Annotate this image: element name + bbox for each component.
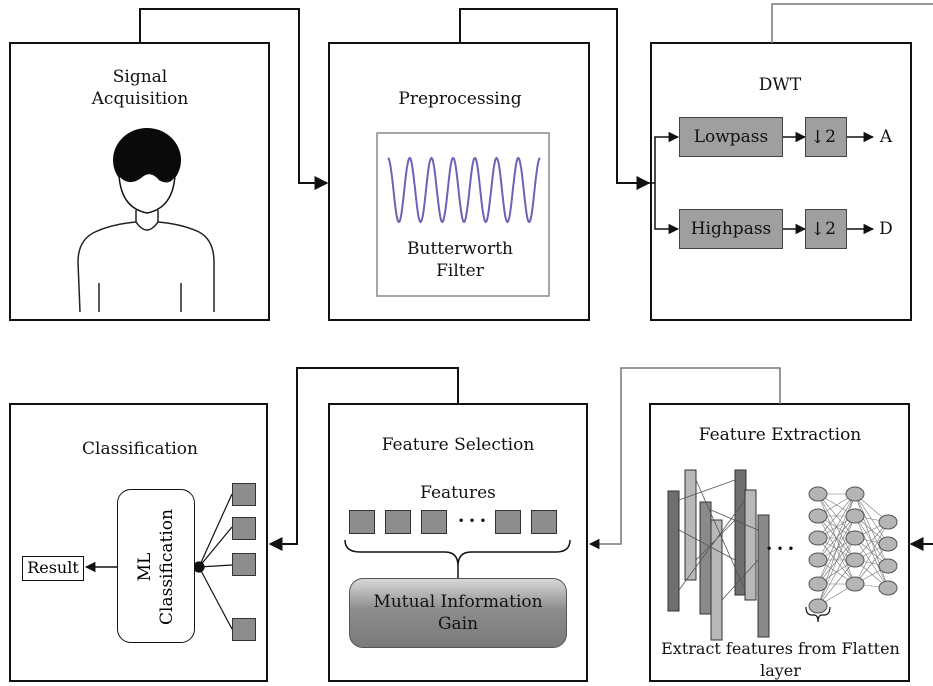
nn-node [808, 508, 828, 524]
downsample-box-high: ↓2 [805, 209, 847, 249]
flatten-brace [805, 606, 831, 623]
nn-node [808, 576, 828, 592]
ml-line-2: Classification [157, 509, 177, 625]
ml-line-1: ML [135, 552, 155, 582]
connector-preprocessing-to-dwt [459, 8, 651, 190]
feature-square-4 [495, 510, 521, 534]
cnn-layers-icon [667, 469, 770, 641]
ml-classification-box [117, 489, 195, 643]
dwt-arrows [633, 131, 875, 235]
feature-selection-title: Feature Selection [381, 435, 535, 455]
nn-edge [817, 515, 856, 561]
down-arrow-icon: ↓ [810, 126, 826, 148]
nn-edge [817, 515, 856, 607]
nn-node [845, 552, 865, 568]
preprocessing-title: Preprocessing [398, 89, 522, 109]
neural-network-icon [808, 486, 898, 614]
downsample-box-low: ↓2 [805, 117, 847, 157]
signal-acquisition-title: Signal Acquisition [90, 66, 190, 110]
highpass-filter-box: Highpass [679, 209, 783, 249]
result-box: Result [22, 556, 84, 581]
feature-square-1 [349, 510, 375, 534]
nn-node [808, 530, 828, 546]
title-line-1: Signal [112, 67, 168, 87]
nn-edge [817, 493, 856, 585]
nn-node [878, 536, 898, 552]
extraction-ellipsis: • • • [765, 542, 795, 556]
nn-edge [854, 521, 889, 585]
nn-edge [817, 559, 856, 607]
title-line-2: Acquisition [91, 89, 189, 109]
butterworth-filter-label: Butterworth Filter [390, 238, 530, 282]
connector-extraction-to-selection [588, 367, 781, 550]
feature-square-3 [421, 510, 447, 534]
features-ellipsis: • • • [457, 514, 487, 528]
nn-node [845, 530, 865, 546]
dwt-panel [650, 42, 912, 321]
mig-line-2: Gain [437, 614, 479, 634]
nn-node [878, 514, 898, 530]
nn-edge [854, 543, 889, 585]
caption-line-2: layer [760, 661, 801, 680]
connector-selection-to-classification [268, 367, 459, 551]
class-output-square-1 [232, 483, 256, 506]
nn-edge [817, 493, 856, 561]
nn-node [845, 508, 865, 524]
mutual-information-gain-box: Mutual Information Gain [349, 578, 567, 648]
flatten-caption: Extract features from Flatten layer [652, 638, 909, 682]
mig-line-1: Mutual Information [373, 592, 543, 612]
features-label: Features [420, 483, 496, 503]
connector-signal-to-preprocessing [139, 8, 329, 190]
nn-node [845, 576, 865, 592]
lowpass-filter-box: Lowpass [679, 117, 783, 157]
nn-node [808, 598, 828, 614]
ml-classification-label: ML Classification [134, 487, 178, 647]
sine-wave-icon [387, 156, 541, 224]
dwt-title: DWT [758, 75, 802, 95]
caption-line-1: Extract features from Flatten [661, 639, 900, 658]
class-output-square-4 [232, 618, 256, 641]
filter-line-1: Butterworth [407, 239, 513, 259]
person-icon [77, 128, 215, 313]
nn-edge [854, 521, 889, 561]
classification-panel [9, 403, 268, 682]
nn-node [845, 486, 865, 502]
output-d-label: D [879, 219, 893, 239]
classification-fan [193, 493, 233, 630]
nn-node [808, 486, 828, 502]
classification-title: Classification [82, 439, 198, 459]
nn-node [808, 552, 828, 568]
downsample-factor: 2 [825, 127, 836, 147]
nn-node [878, 558, 898, 574]
feature-extraction-title: Feature Extraction [698, 425, 862, 445]
class-output-square-3 [232, 553, 256, 576]
filter-line-2: Filter [436, 261, 484, 281]
nn-edge [817, 537, 856, 607]
feature-square-5 [531, 510, 557, 534]
nn-node [878, 580, 898, 596]
class-output-square-2 [232, 517, 256, 540]
nn-edge [817, 493, 856, 539]
connector-dwt-out [771, 3, 933, 43]
output-a-label: A [879, 127, 893, 147]
features-brace [344, 539, 571, 567]
feature-square-2 [385, 510, 411, 534]
down-arrow-icon: ↓ [810, 218, 826, 240]
downsample-factor: 2 [825, 219, 836, 239]
